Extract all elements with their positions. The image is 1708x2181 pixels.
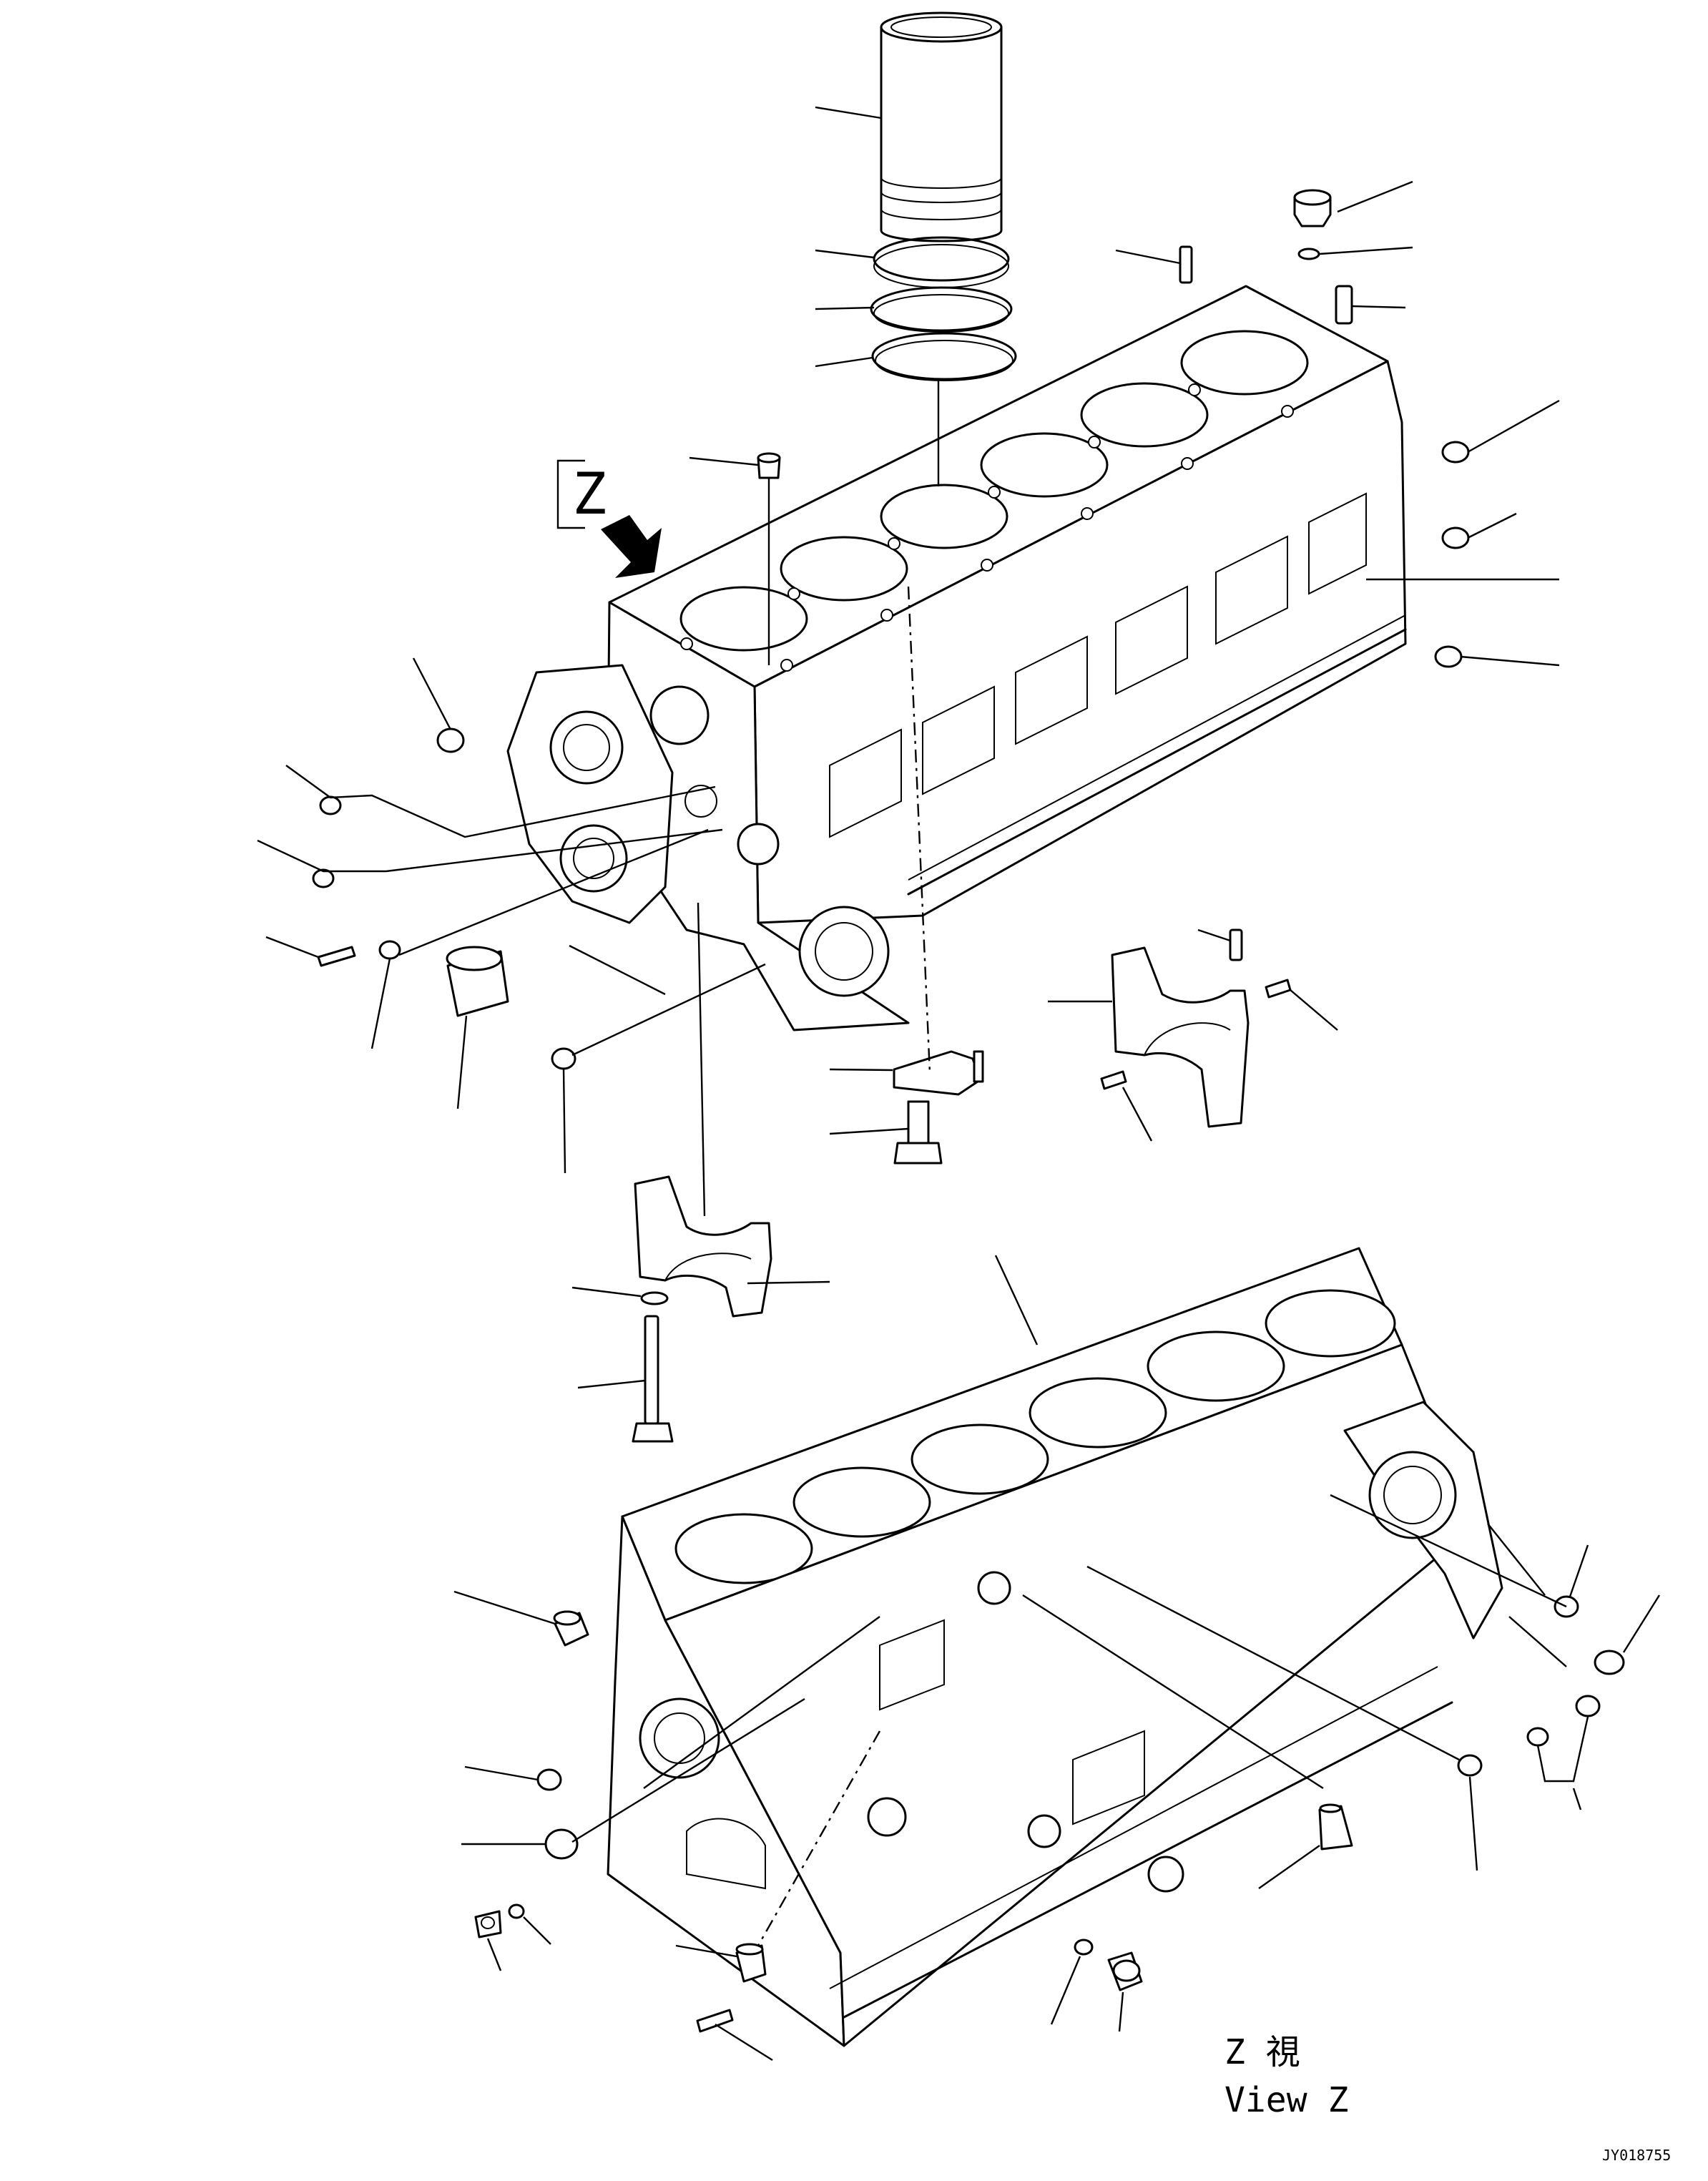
plug-lower-left-2 <box>536 1768 562 1791</box>
plug-lower-left-3 <box>544 1828 579 1860</box>
view-caption: Z 視 View Z <box>1224 2032 1348 2120</box>
plug-lower-right-5 <box>1594 1650 1625 1675</box>
main-cap-bolt <box>632 1315 674 1443</box>
plug-top-right <box>1293 189 1332 227</box>
washer-top-right <box>1297 247 1320 260</box>
plug-right-1 <box>1441 441 1470 464</box>
pin-right-upper <box>1229 928 1243 961</box>
upper-cylinder-block <box>607 285 1407 1031</box>
view-caption-english: View Z <box>1224 2080 1348 2120</box>
plug-lower-right-3 <box>1575 1695 1601 1717</box>
main-bearing-cap-center <box>634 1175 772 1318</box>
plug-left-z <box>757 452 781 479</box>
plug-left-2 <box>319 795 342 815</box>
plug-left-3 <box>312 868 335 888</box>
pin-right-side <box>1265 979 1292 999</box>
dowel-pin-top <box>1179 245 1193 284</box>
plug-lower-left-4 <box>474 1910 502 1939</box>
liner-o-ring-2 <box>870 286 1013 333</box>
pin-lower-left <box>696 2009 734 2033</box>
pin-left <box>317 946 356 967</box>
plug-lower-left-1 <box>553 1610 589 1647</box>
plug-lower-right-2 <box>1526 1727 1549 1747</box>
plug-lower-center-2 <box>1107 1951 1143 1991</box>
cap-washer <box>640 1291 669 1305</box>
plug-right-2 <box>1441 526 1470 549</box>
plug-left-1 <box>436 727 465 753</box>
plug-lower-right-taper <box>1318 1803 1353 1851</box>
plug-right-3 <box>1434 645 1463 668</box>
view-caption-japanese: Z 視 <box>1224 2032 1300 2072</box>
ball-lower-left <box>508 1903 525 1919</box>
plug-front-small <box>551 1047 576 1070</box>
cylinder-liner <box>880 11 1003 242</box>
liner-o-ring-3 <box>871 332 1017 381</box>
gear-housing <box>506 664 674 924</box>
main-bearing-cap-right <box>1111 946 1250 1128</box>
plug-lower-center <box>735 1943 767 1983</box>
sleeve-top-right <box>1335 285 1353 325</box>
oil-jet-bolt <box>893 1100 943 1165</box>
pin-right-lower <box>1100 1070 1127 1090</box>
view-marker-letter: Z <box>572 461 607 527</box>
bushing <box>446 946 509 1017</box>
view-z-marker: Z <box>556 459 662 578</box>
lower-cylinder-block <box>607 1247 1503 2047</box>
plug-left-4 <box>378 940 401 960</box>
drawing-code: JY018755 <box>1602 2147 1671 2164</box>
liner-o-ring-1 <box>873 236 1010 288</box>
ball-lower-center <box>1074 1939 1094 1956</box>
plug-lower-right-1 <box>1457 1754 1483 1777</box>
leader-lines <box>257 106 1661 2062</box>
view-direction-arrow <box>601 515 662 578</box>
oil-jet <box>893 1050 984 1096</box>
